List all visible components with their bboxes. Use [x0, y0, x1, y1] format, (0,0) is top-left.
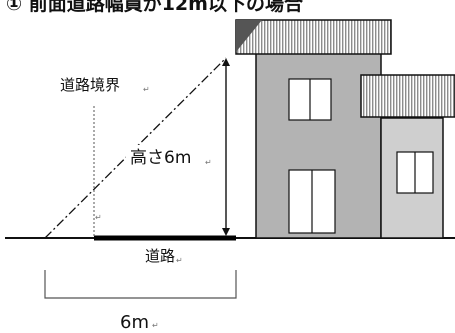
window-annex [396, 151, 434, 194]
label-height: 高さ6m [130, 148, 191, 168]
label-road: 道路 [145, 247, 175, 265]
distance-bracket [44, 270, 237, 299]
edit-mark: ↵ [95, 213, 102, 222]
edit-mark: ↵ [152, 321, 159, 330]
label-road-boundary: 道路境界 [60, 76, 120, 94]
window-lower [288, 169, 336, 234]
edit-mark: ↵ [205, 158, 212, 167]
main-roof [235, 19, 392, 55]
height-label-bg [126, 145, 212, 169]
label-distance: 6m [120, 312, 149, 333]
window-upper [288, 78, 332, 121]
edit-mark: ↵ [176, 256, 183, 265]
header-title: ① 前面道路幅員が12m以下の場合 [6, 0, 304, 15]
annex-roof [360, 74, 455, 118]
roof-shadow [236, 20, 262, 52]
road-band [94, 235, 236, 241]
edit-mark: ↵ [143, 85, 150, 94]
